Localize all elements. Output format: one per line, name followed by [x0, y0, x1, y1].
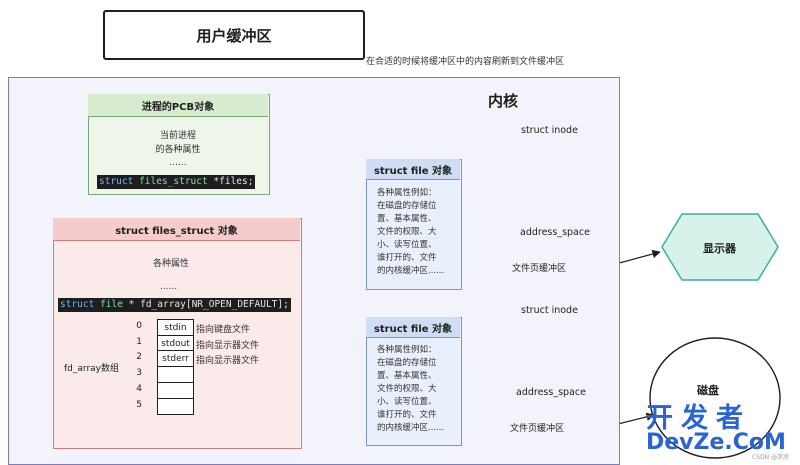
file-2-line-5: 小、读写位置、	[377, 397, 437, 407]
file-page-buffer-bottom: 文件页缓冲区	[510, 424, 565, 434]
fd-index-4: 4	[136, 384, 142, 394]
flush-note: 在合适的时候将缓冲区中的内容刷新到文件缓冲区	[366, 57, 565, 67]
file-2-line-4: 文件的权限、大	[377, 384, 437, 394]
disk-label: 磁盘	[697, 384, 719, 397]
file-2-line-7: 的内核缓冲区......	[377, 423, 445, 433]
fd-slot-2: stderr	[157, 350, 194, 367]
file-1-line-7: 的内核缓冲区......	[377, 266, 445, 276]
fs-code-type: file	[100, 299, 123, 310]
fd-index-1: 1	[136, 337, 142, 347]
file-2-line-3: 置、基本属性、	[377, 371, 437, 381]
file-1-line-1: 各种属性例如：	[377, 188, 437, 198]
file-1-line-6: 谁打开的、文件	[377, 253, 437, 263]
display-label: 显示器	[703, 242, 736, 255]
pcb-line-1: 当前进程	[159, 131, 196, 141]
watermark-credit: CSDN @凉凉	[752, 454, 790, 461]
fd-index-0: 0	[136, 321, 142, 331]
fd-index-5: 5	[136, 400, 142, 410]
files-struct-attrs: 各种属性	[153, 259, 190, 269]
pcb-code-keyword: struct	[99, 176, 134, 187]
file-page-buffer-top: 文件页缓冲区	[512, 264, 567, 274]
fd-index-3: 3	[136, 368, 142, 378]
inode-label-bottom: struct inode	[521, 305, 578, 316]
pcb-files-pointer: struct files_struct *files;	[97, 175, 256, 189]
fd-array-declaration: struct file * fd_array[NR_OPEN_DEFAULT];	[58, 298, 291, 312]
fd-desc-1: 指向显示器文件	[196, 341, 260, 351]
file-object-1-header: struct file 对象	[366, 159, 460, 180]
file-2-line-2: 在磁盘的存储位	[377, 358, 437, 368]
fd-slot-0: stdin	[157, 319, 194, 336]
pcb-line-2: 的各种属性	[155, 145, 201, 155]
pcb-code-type: files_struct	[139, 176, 208, 187]
fd-slot-3	[157, 366, 194, 383]
file-object-2-header: struct file 对象	[366, 317, 460, 338]
file-1-line-4: 文件的权限、大	[377, 227, 437, 237]
kernel-label: 内核	[488, 92, 519, 110]
file-1-line-3: 置、基本属性、	[377, 214, 437, 224]
fd-desc-2: 指向显示器文件	[196, 356, 260, 366]
address-space-label-bottom: address_space	[516, 387, 586, 398]
fs-code-keyword: struct	[60, 299, 95, 310]
fs-code-rest: * fd_array[NR_OPEN_DEFAULT];	[122, 299, 289, 310]
file-2-line-1: 各种属性例如：	[377, 345, 437, 355]
pcb-line-3: ......	[169, 158, 187, 168]
inode-label-top: struct inode	[521, 125, 578, 136]
watermark-logo: 开发者	[646, 403, 751, 434]
file-1-line-5: 小、读写位置、	[377, 240, 437, 250]
fd-desc-0: 指向键盘文件	[196, 325, 251, 335]
pcb-code-rest: *files;	[207, 176, 254, 187]
user-buffer-title: 用户缓冲区	[103, 10, 365, 60]
fd-index-2: 2	[136, 352, 142, 362]
fd-slot-4	[157, 382, 194, 399]
pcb-header: 进程的PCB对象	[88, 94, 268, 117]
files-struct-header: struct files_struct 对象	[53, 218, 300, 241]
files-struct-ellipsis: ......	[160, 282, 178, 292]
file-object-2	[366, 317, 462, 446]
address-space-label-top: address_space	[520, 227, 590, 238]
file-2-line-6: 谁打开的、文件	[377, 410, 437, 420]
fd-slot-5	[157, 398, 194, 415]
fd-array-label: fd_array数组	[64, 364, 119, 374]
watermark-domain: DevZe.CoM	[646, 430, 786, 455]
file-1-line-2: 在磁盘的存储位	[377, 201, 437, 211]
